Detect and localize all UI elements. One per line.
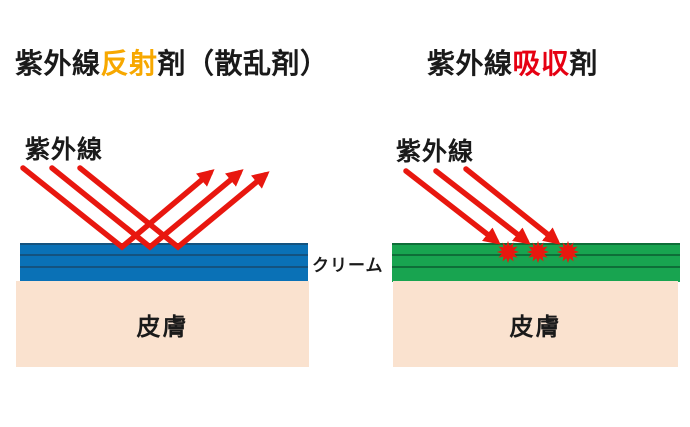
right-skin-layer: 皮膚 (393, 281, 678, 367)
right-title-prefix: 紫外線 (427, 47, 513, 80)
cream-layer-stripe (20, 254, 308, 256)
cream-layer-stripe (20, 266, 308, 268)
cream-layer-stripe (392, 254, 680, 256)
left-skin-layer: 皮膚 (16, 281, 309, 367)
right-title-suffix: 剤 (569, 47, 599, 80)
right-title-highlight: 吸収 (512, 47, 570, 80)
left-panel-title: 紫外線反射剤（散乱剤） (15, 42, 329, 82)
right-cream-layer (392, 243, 680, 282)
reflected-uv-ray-icon (20, 165, 270, 251)
right-skin-label: 皮膚 (509, 312, 562, 341)
cream-layer-stripe (392, 266, 680, 268)
cream-layer-label: クリーム (312, 256, 384, 276)
left-title-prefix: 紫外線 (15, 47, 101, 80)
left-uv-rays-label: 紫外線 (25, 135, 104, 164)
left-cream-layer (20, 243, 308, 282)
left-skin-label: 皮膚 (136, 312, 189, 341)
left-title-highlight: 反射 (100, 47, 158, 80)
absorbed-uv-ray-icon (403, 166, 561, 245)
left-title-suffix: 剤（散乱剤） (157, 47, 329, 80)
right-panel-title: 紫外線吸収剤 (427, 42, 598, 82)
right-uv-rays-label: 紫外線 (396, 137, 475, 166)
